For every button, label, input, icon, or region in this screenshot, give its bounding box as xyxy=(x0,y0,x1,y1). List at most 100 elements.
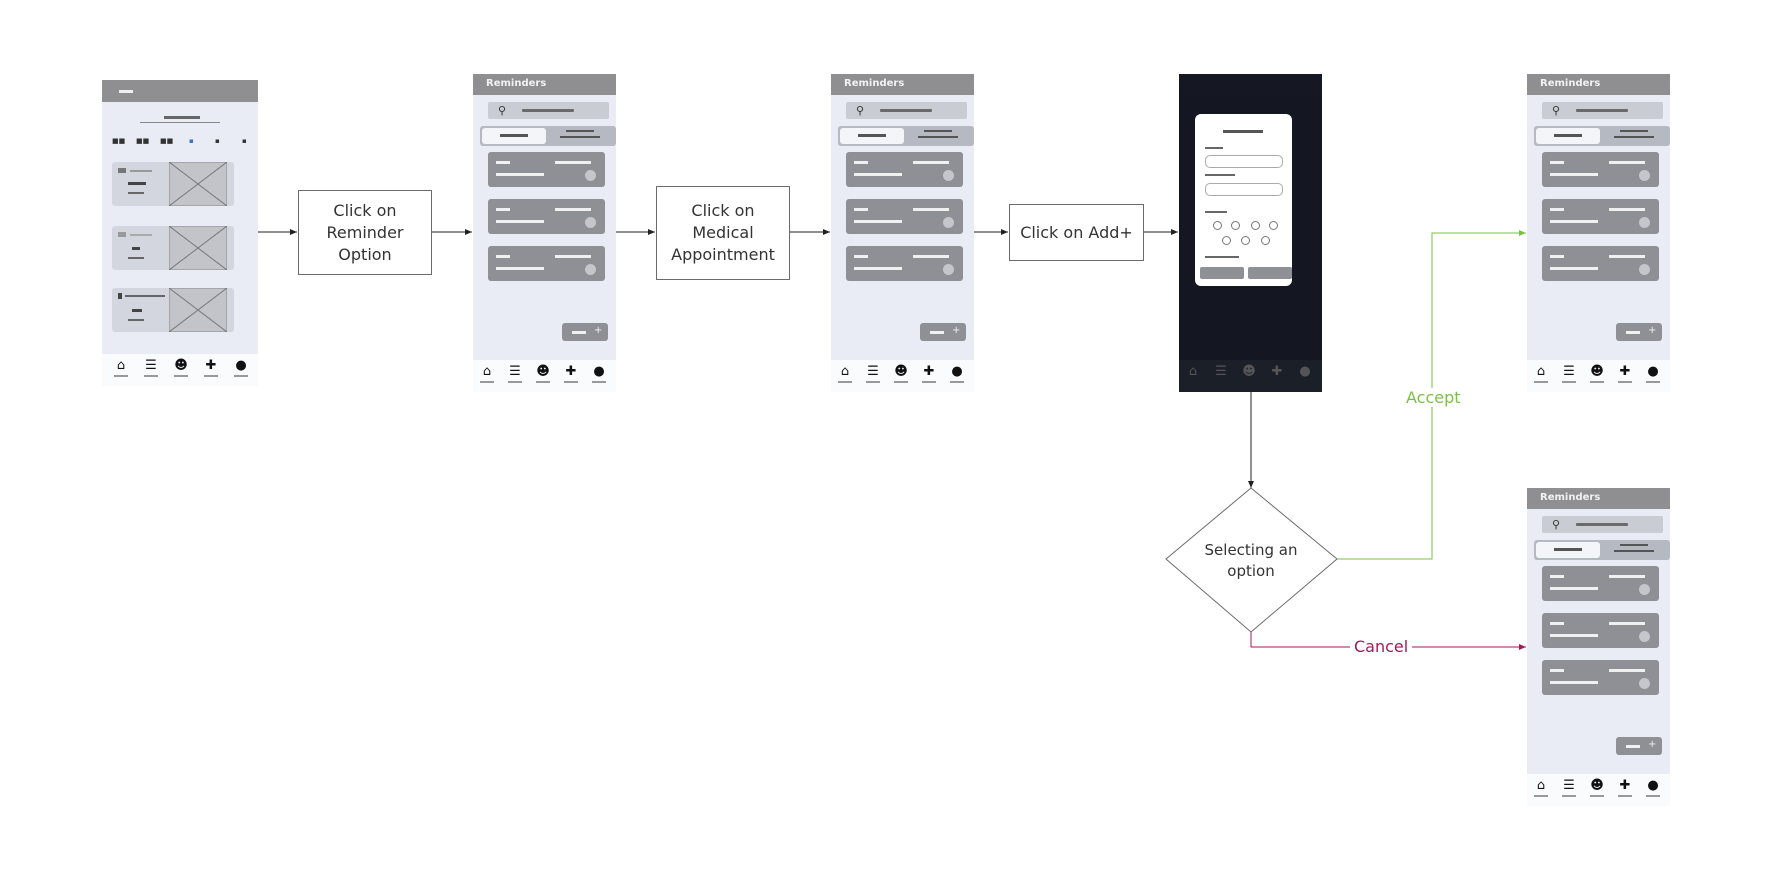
search-bar[interactable]: ⚲ xyxy=(846,102,967,119)
add-button[interactable]: + xyxy=(920,323,966,341)
screen-title: Reminders xyxy=(1527,488,1670,509)
home-icon: ⌂ xyxy=(840,364,850,379)
nav-pharmacy[interactable]: ✚ xyxy=(1614,779,1636,797)
reminder-card[interactable] xyxy=(846,199,963,234)
home-header xyxy=(102,80,258,102)
nav-pharmacy[interactable]: ✚ xyxy=(918,365,940,383)
cancel-button[interactable] xyxy=(1248,267,1292,279)
search-bar[interactable]: ⚲ xyxy=(1542,102,1663,119)
add-button[interactable]: + xyxy=(1616,737,1662,755)
home-icon: ⌂ xyxy=(1536,778,1546,793)
nav-reminders[interactable]: ☰ xyxy=(1558,779,1580,797)
day-option[interactable] xyxy=(1231,221,1240,230)
nav-profile[interactable]: ● xyxy=(1642,365,1664,383)
reminders-screen-wireframe: Reminders ⚲ + ⌂ ☰ ☻ ✚ ● xyxy=(473,74,616,392)
decision-label: Selecting an option xyxy=(1204,541,1298,580)
nav-doctor[interactable]: ☻ xyxy=(170,359,192,377)
add-button[interactable]: + xyxy=(562,323,608,341)
doctor-icon: ☻ xyxy=(894,364,908,379)
nav-doctor[interactable]: ☻ xyxy=(532,365,554,383)
tab-medicine[interactable] xyxy=(1536,128,1600,144)
day-option[interactable] xyxy=(1241,236,1250,245)
nav-reminders[interactable]: ☰ xyxy=(862,365,884,383)
step-label: Click on Reminder Option xyxy=(326,200,404,264)
modal-input[interactable] xyxy=(1205,183,1283,196)
home-card[interactable] xyxy=(112,288,234,332)
pharmacy-icon: ✚ xyxy=(565,364,577,379)
reminder-card[interactable] xyxy=(846,152,963,187)
calendar-day[interactable]: ■■ xyxy=(160,137,174,145)
decision-diamond xyxy=(1165,487,1338,633)
nav-profile[interactable]: ● xyxy=(946,365,968,383)
plus-icon: + xyxy=(1648,325,1657,336)
nav-home[interactable]: ⌂ xyxy=(476,365,498,383)
calendar-day-selected[interactable]: ▪ xyxy=(189,137,194,145)
nav-pharmacy[interactable]: ✚ xyxy=(1614,365,1636,383)
calendar-day[interactable]: ▪ xyxy=(242,137,247,145)
home-card[interactable] xyxy=(112,162,234,206)
nav-pharmacy[interactable]: ✚ xyxy=(560,365,582,383)
search-icon: ⚲ xyxy=(1552,518,1561,531)
tab-medicine[interactable] xyxy=(482,128,546,144)
month-label xyxy=(164,116,200,119)
search-bar[interactable]: ⚲ xyxy=(488,102,609,119)
pharmacy-icon: ✚ xyxy=(1271,364,1283,379)
nav-pharmacy[interactable]: ✚ xyxy=(200,359,222,377)
doctor-icon: ☻ xyxy=(1242,364,1256,379)
calendar-day[interactable]: ▪ xyxy=(215,137,220,145)
reminder-card[interactable] xyxy=(488,199,605,234)
nav-home[interactable]: ⌂ xyxy=(1530,779,1552,797)
nav-profile[interactable]: ● xyxy=(230,359,252,377)
nav-home[interactable]: ⌂ xyxy=(110,359,132,377)
home-card[interactable] xyxy=(112,226,234,270)
reminder-card[interactable] xyxy=(488,152,605,187)
calendar-day[interactable]: ■■ xyxy=(136,137,150,145)
modal-input[interactable] xyxy=(1205,155,1283,168)
cancel-label: Cancel xyxy=(1350,637,1413,656)
nav-doctor[interactable]: ☻ xyxy=(890,365,912,383)
day-option[interactable] xyxy=(1261,236,1270,245)
day-option[interactable] xyxy=(1269,221,1278,230)
reminder-card[interactable] xyxy=(1542,199,1659,234)
nav-profile[interactable]: ● xyxy=(588,365,610,383)
add-button[interactable]: + xyxy=(1616,323,1662,341)
profile-icon: ● xyxy=(593,364,605,379)
nav-reminders[interactable]: ☰ xyxy=(504,365,526,383)
reminder-card[interactable] xyxy=(1542,613,1659,648)
home-icon: ⌂ xyxy=(1536,364,1546,379)
search-icon: ⚲ xyxy=(498,104,507,117)
nav-reminders[interactable]: ☰ xyxy=(140,359,162,377)
step-click-add: Click on Add+ xyxy=(1009,204,1144,261)
nav-home[interactable]: ⌂ xyxy=(834,365,856,383)
day-option[interactable] xyxy=(1213,221,1222,230)
nav-home[interactable]: ⌂ xyxy=(1530,365,1552,383)
tab-medicine[interactable] xyxy=(840,128,904,144)
calendar-day[interactable]: ■■ xyxy=(112,137,126,145)
tab-bar xyxy=(480,126,616,146)
add-appointment-modal-wireframe: ⌂ ☰ ☻ ✚ ● xyxy=(1179,74,1322,392)
plus-icon: + xyxy=(594,325,603,336)
accept-button[interactable] xyxy=(1200,267,1244,279)
bottom-nav: ⌂ ☰ ☻ ✚ ● xyxy=(1179,360,1322,392)
profile-icon: ● xyxy=(1647,364,1659,379)
reminder-card[interactable] xyxy=(1542,152,1659,187)
reminder-card[interactable] xyxy=(1542,566,1659,601)
nav-profile[interactable]: ● xyxy=(1642,779,1664,797)
reminder-card[interactable] xyxy=(1542,246,1659,281)
tab-medicine[interactable] xyxy=(1536,542,1600,558)
day-option[interactable] xyxy=(1222,236,1231,245)
nav-doctor[interactable]: ☻ xyxy=(1586,365,1608,383)
reminder-card[interactable] xyxy=(1542,660,1659,695)
search-bar[interactable]: ⚲ xyxy=(1542,516,1663,533)
screen-title: Reminders xyxy=(473,74,616,95)
step-label: Click on Add+ xyxy=(1020,222,1133,242)
reminder-card[interactable] xyxy=(846,246,963,281)
bottom-nav: ⌂ ☰ ☻ ✚ ● xyxy=(1527,360,1670,392)
day-option[interactable] xyxy=(1251,221,1260,230)
reminder-card[interactable] xyxy=(488,246,605,281)
nav-reminders[interactable]: ☰ xyxy=(1558,365,1580,383)
step-label: Click on Medical Appointment xyxy=(671,201,775,264)
list-icon: ☰ xyxy=(509,364,521,379)
nav-doctor[interactable]: ☻ xyxy=(1586,779,1608,797)
